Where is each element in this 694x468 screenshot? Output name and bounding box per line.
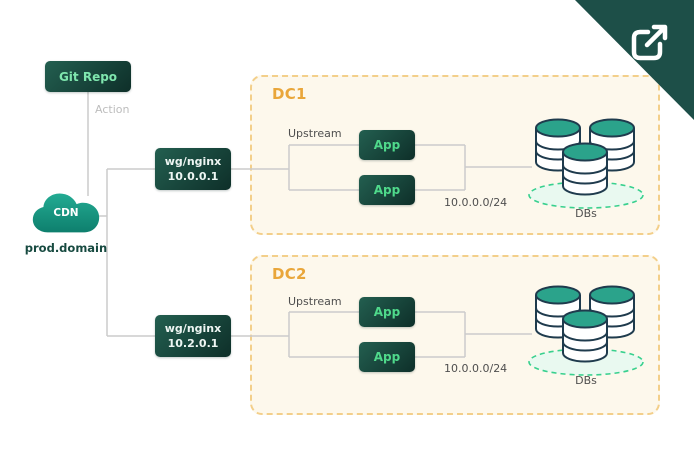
app-label-dc2-2: App	[373, 350, 401, 364]
nginx-dc2-line1: wg/nginx	[164, 321, 222, 335]
external-link-icon	[631, 24, 668, 61]
app-node-dc2-2: App	[359, 342, 415, 372]
nginx-node-dc1: wg/nginx 10.0.0.1	[155, 148, 231, 190]
upstream-label-dc2: Upstream	[288, 295, 342, 308]
git-repo-node: Git Repo	[45, 61, 131, 92]
action-label: Action	[95, 103, 130, 116]
app-label-dc2-1: App	[373, 305, 401, 319]
dc1-title: DC1	[272, 85, 307, 103]
corner-external-link[interactable]	[574, 0, 694, 120]
dbs-label-dc1: DBs	[575, 207, 597, 220]
dbs-label-dc2: DBs	[575, 374, 597, 387]
nginx-node-dc2: wg/nginx 10.2.0.1	[155, 315, 231, 357]
nginx-dc2-line2: 10.2.0.1	[167, 337, 219, 350]
database-cluster-icon-dc2	[526, 285, 646, 377]
domain-label: prod.domain	[24, 241, 108, 255]
database-cluster-icon-dc1	[526, 118, 646, 210]
nginx-dc1-line1: wg/nginx	[164, 154, 222, 168]
subnet-label-dc2: 10.0.0.0/24	[444, 362, 508, 375]
cdn-label: CDN	[53, 207, 79, 219]
app-label-dc1-1: App	[373, 138, 401, 152]
app-node-dc1-2: App	[359, 175, 415, 205]
upstream-label-dc1: Upstream	[288, 127, 342, 140]
nginx-dc1-line2: 10.0.0.1	[167, 170, 219, 183]
subnet-label-dc1: 10.0.0.0/24	[444, 196, 508, 209]
git-repo-label: Git Repo	[58, 69, 118, 84]
app-node-dc1-1: App	[359, 130, 415, 160]
dc2-title: DC2	[272, 265, 307, 283]
app-node-dc2-1: App	[359, 297, 415, 327]
app-label-dc1-2: App	[373, 183, 401, 197]
cdn-cloud-icon	[30, 190, 102, 238]
